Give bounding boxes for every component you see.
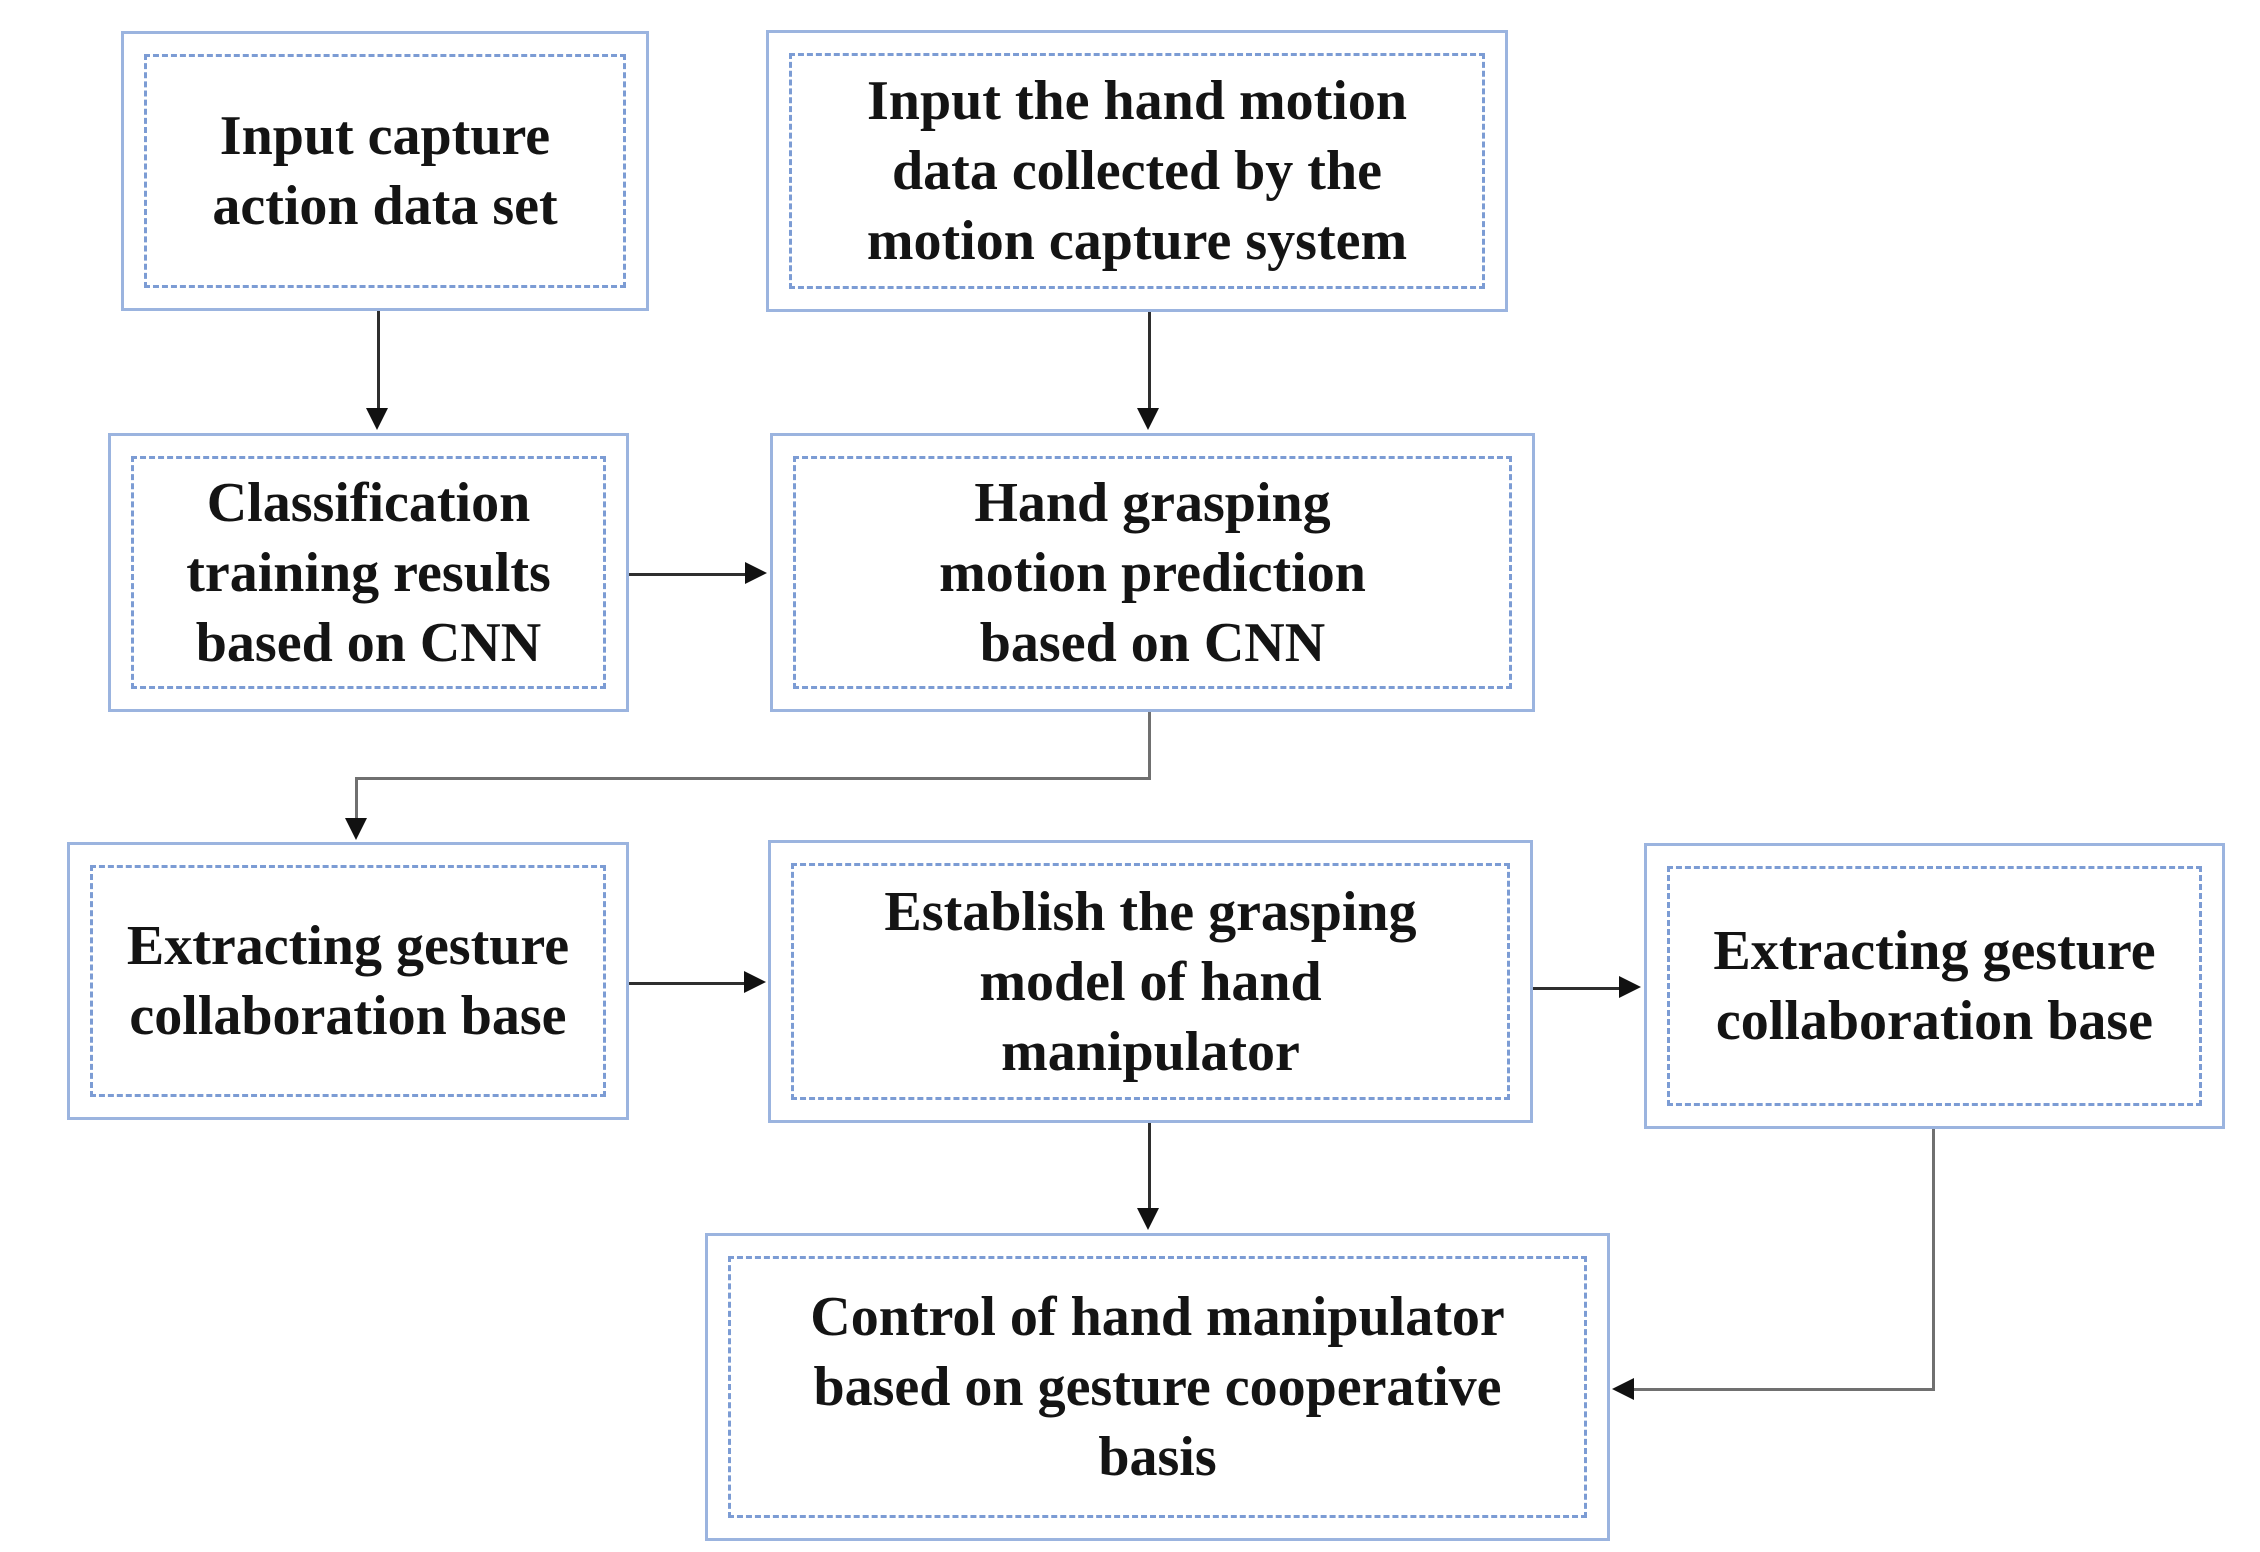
flow-box-label: Classification training results based on… (186, 471, 551, 674)
connector-extracting-to-control-elbow-v (1932, 1129, 1935, 1391)
flow-box-establish-grasping-model: Establish the grasping model of hand man… (768, 840, 1533, 1123)
arrowhead-right-icon (1619, 976, 1641, 998)
flow-box-extracting-gesture-collaboration-base-right: Extracting gesture collaboration base (1644, 843, 2225, 1129)
flow-box-extracting-gesture-collaboration-base-left: Extracting gesture collaboration base (67, 842, 629, 1120)
dashed-inner-border: Classification training results based on… (131, 456, 606, 689)
connector-classification-to-prediction-line (629, 573, 749, 576)
flow-box-label: Input the hand motion data collected by … (866, 70, 1408, 272)
connector-extracting-to-control-elbow-h (1634, 1388, 1934, 1391)
flow-box-input-hand-motion-data: Input the hand motion data collected by … (766, 30, 1508, 312)
connector-prediction-to-extracting-elbow-v2 (355, 777, 358, 821)
dashed-inner-border: Control of hand manipulator based on ges… (728, 1256, 1587, 1518)
arrowhead-down-icon (1137, 408, 1159, 430)
flow-box-label: Hand grasping motion prediction based on… (939, 471, 1366, 674)
flow-box-label: Extracting gesture collaboration base (1713, 920, 2156, 1052)
flow-box-label: Control of hand manipulator based on ges… (810, 1286, 1505, 1488)
dashed-inner-border: Extracting gesture collaboration base (90, 865, 606, 1097)
connector-establish-to-control-line (1148, 1123, 1151, 1211)
arrowhead-left-icon (1612, 1378, 1634, 1400)
flow-box-label: Extracting gesture collaboration base (126, 915, 570, 1047)
dashed-inner-border: Establish the grasping model of hand man… (791, 863, 1510, 1100)
connector-motion-data-to-prediction-line (1148, 312, 1151, 411)
arrowhead-down-icon (345, 818, 367, 840)
dashed-inner-border: Input the hand motion data collected by … (789, 53, 1485, 289)
flow-box-control-hand-manipulator: Control of hand manipulator based on ges… (705, 1233, 1610, 1541)
arrowhead-down-icon (1137, 1208, 1159, 1230)
flow-box-label: Establish the grasping model of hand man… (884, 880, 1417, 1083)
connector-dataset-to-classification-line (377, 311, 380, 411)
flow-box-classification-training-cnn: Classification training results based on… (108, 433, 629, 712)
connector-prediction-to-extracting-elbow-h (355, 777, 1151, 780)
arrowhead-right-icon (745, 562, 767, 584)
dashed-inner-border: Extracting gesture collaboration base (1667, 866, 2202, 1106)
flow-box-hand-grasping-prediction-cnn: Hand grasping motion prediction based on… (770, 433, 1535, 712)
connector-establish-to-extracting-line (1533, 987, 1623, 990)
dashed-inner-border: Input capture action data set (144, 54, 626, 288)
flow-box-input-capture-dataset: Input capture action data set (121, 31, 649, 311)
arrowhead-down-icon (366, 408, 388, 430)
arrowhead-right-icon (744, 971, 766, 993)
flow-box-label: Input capture action data set (212, 105, 558, 237)
connector-extracting-to-establish-line (629, 982, 748, 985)
connector-prediction-to-extracting-elbow-v1 (1148, 712, 1151, 780)
dashed-inner-border: Hand grasping motion prediction based on… (793, 456, 1512, 689)
